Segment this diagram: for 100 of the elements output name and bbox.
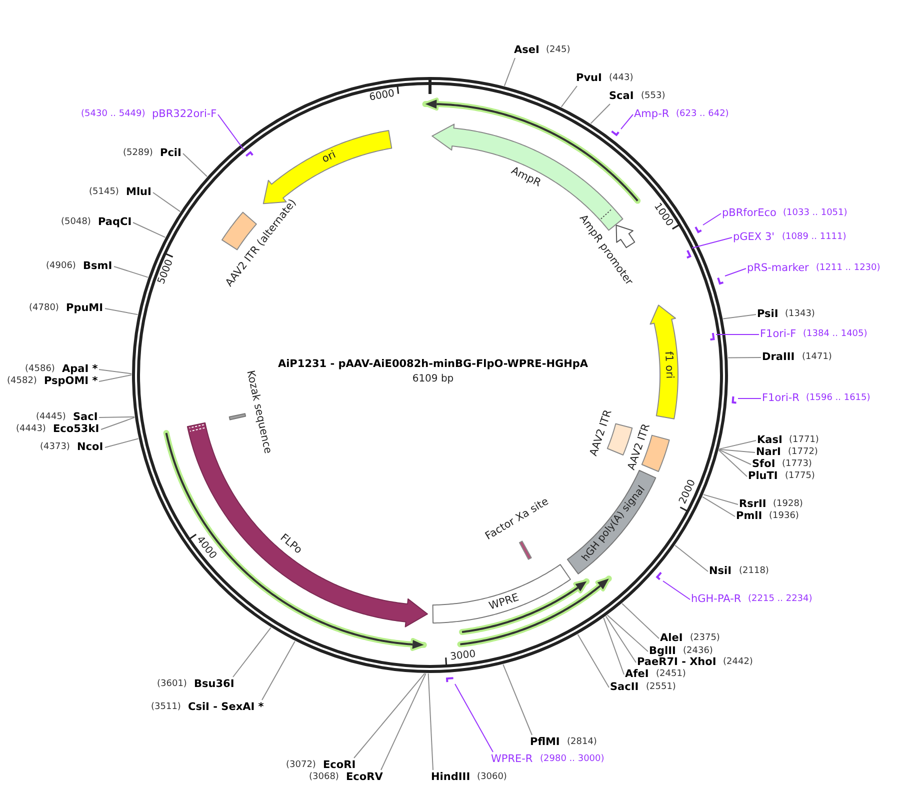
enzyme-name: KasI	[757, 434, 782, 446]
primer-mark	[716, 276, 725, 285]
primer-position: (1211 .. 1230)	[816, 263, 880, 274]
leader-line	[605, 616, 636, 663]
primer-position: (623 .. 642)	[676, 109, 729, 120]
leader-line	[718, 449, 752, 465]
enzyme-name: PsiI	[757, 308, 778, 320]
site-position: (1471)	[802, 352, 832, 362]
site-position: (1772)	[788, 447, 818, 458]
enzyme-name: CsiI - SexAI *	[188, 701, 264, 714]
site-position: (1928)	[773, 499, 803, 510]
tick-label: 5000	[156, 258, 176, 286]
primer-mark	[445, 676, 455, 684]
enzyme-name: SacI	[73, 411, 98, 424]
site-position: (443)	[609, 73, 634, 84]
leader-line	[702, 496, 736, 517]
site-position: (3068)	[309, 772, 339, 782]
site-position: (4443)	[16, 424, 46, 434]
leader-line	[722, 314, 756, 320]
leader-line	[182, 153, 208, 177]
enzyme-name: BglII	[649, 645, 676, 657]
primer-name: WPRE-R	[491, 753, 533, 766]
enzyme-name: PspOMI *	[44, 375, 98, 388]
primer-name: Amp-R	[634, 108, 670, 120]
enzyme-name: EcoRV	[346, 771, 383, 784]
leader-line	[724, 268, 746, 276]
site-position: (4780)	[29, 303, 59, 314]
leader-line	[354, 672, 426, 758]
leader-line	[718, 448, 756, 453]
leader-line	[577, 634, 610, 688]
enzyme-name: AseI	[514, 44, 540, 56]
site-position: (1775)	[785, 471, 815, 482]
primer-position: (1089 .. 1111)	[782, 232, 846, 242]
enzyme-name: PaqCI	[98, 216, 132, 228]
enzyme-name: PmlI	[736, 510, 762, 522]
site-position: (4445)	[36, 412, 66, 422]
leader-line	[502, 664, 532, 736]
feature-arc: f1 ori	[649, 304, 679, 420]
leader-line	[590, 104, 610, 124]
leader-line	[662, 580, 690, 600]
site-position: (2442)	[723, 657, 753, 668]
enzyme-name: NarI	[756, 446, 781, 458]
map-title: AiP1231 - pAAV-AiE0082h-minBG-FlpO-WPRE-HGHpA	[278, 358, 588, 370]
enzyme-name: NsiI	[709, 565, 732, 578]
primer-position: (2215 .. 2234)	[748, 594, 812, 604]
leader-line	[454, 684, 494, 752]
enzyme-name: PciI	[160, 147, 182, 160]
enzyme-name: EcoRI	[323, 759, 356, 772]
site-position: (3060)	[477, 772, 507, 782]
leader-line	[620, 114, 634, 130]
enzyme-name: ApaI *	[62, 363, 98, 376]
site-position: (2451)	[656, 669, 686, 680]
site-position: (2436)	[683, 646, 713, 656]
site-position: (4373)	[40, 442, 70, 452]
primer-name: pGEX 3'	[733, 231, 775, 244]
site-position: (2551)	[646, 682, 676, 692]
primer-name: F1ori-F	[760, 328, 796, 340]
site-position: (2118)	[739, 566, 769, 576]
leader-line	[718, 440, 756, 450]
enzyme-name: BsmI	[83, 260, 112, 272]
enzyme-name: HindIII	[431, 771, 470, 784]
plasmid-size: 6109 bp	[412, 373, 454, 385]
leader-line	[703, 494, 738, 505]
enzyme-name: AleI	[660, 632, 683, 644]
primer-mark	[708, 331, 716, 342]
enzyme-name: PluTI	[748, 470, 778, 482]
site-position: (553)	[641, 91, 666, 102]
leader-line	[702, 213, 722, 226]
enzyme-name: RsrII	[739, 498, 766, 510]
leader-line	[114, 266, 148, 278]
leader-line	[728, 357, 762, 358]
site-position: (4582)	[7, 376, 37, 386]
site-position: (5289)	[123, 148, 153, 158]
enzyme-name: PvuI	[576, 72, 602, 84]
primer-name: hGH-PA-R	[691, 593, 742, 606]
site-position: (2375)	[690, 633, 720, 644]
primer-name: pBRforEco	[722, 207, 776, 220]
primer-mark	[731, 394, 738, 405]
leader-line	[716, 334, 760, 335]
primer-mark	[610, 129, 621, 137]
site-position: (4906)	[46, 261, 76, 272]
leader-line	[692, 237, 732, 248]
leader-line	[98, 374, 132, 382]
leader-line	[104, 308, 138, 316]
primer-name: F1ori-R	[762, 392, 800, 404]
leader-line	[504, 58, 516, 86]
site-position: (3511)	[151, 702, 181, 712]
leader-line	[218, 114, 244, 150]
site-position: (3601)	[157, 679, 187, 690]
enzyme-name: DraIII	[762, 351, 795, 364]
site-position: (1773)	[782, 459, 812, 470]
site-position: (245)	[546, 45, 570, 56]
site-position: (4586)	[25, 364, 55, 374]
enzyme-name: NcoI	[77, 441, 104, 454]
leader-line	[132, 222, 166, 238]
primer-name: pBR322ori-F	[152, 108, 217, 120]
enzyme-name: PpuMI	[66, 302, 104, 314]
primer-position: (1384 .. 1405)	[803, 329, 868, 340]
enzyme-name: PflMI	[530, 736, 560, 748]
site-position: (5145)	[89, 187, 119, 198]
